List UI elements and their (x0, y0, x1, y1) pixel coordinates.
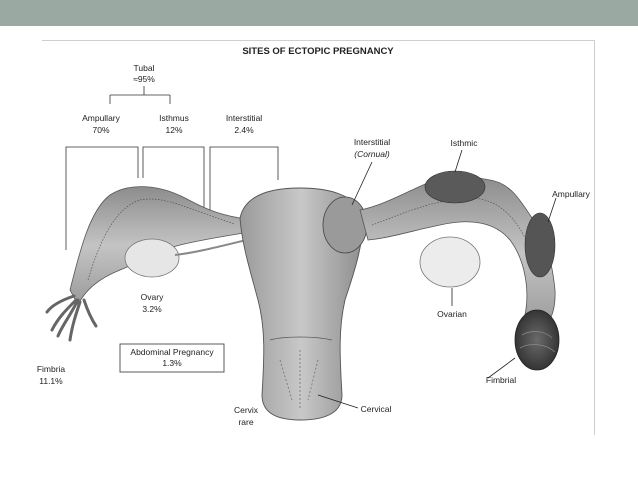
ovarian-label: Ovarian (437, 309, 467, 319)
abdominal-label: Abdominal Pregnancy (130, 347, 214, 357)
interstitial-left-value: 2.4% (234, 125, 254, 135)
tubal-value: ≈95% (133, 74, 155, 84)
diagram-title: SITES OF ECTOPIC PREGNANCY (242, 46, 394, 57)
leader-lines (317, 149, 557, 409)
fimbrial-detail (519, 331, 556, 353)
ovary-value: 3.2% (142, 304, 162, 314)
cervix-label: Cervix (234, 405, 259, 415)
isthmus-value: 12% (165, 125, 182, 135)
fimbrial-label: Fimbrial (486, 375, 516, 385)
fimbria-label: Fimbria (37, 364, 66, 374)
ampullary-left-value: 70% (92, 125, 109, 135)
slide-header-bar (0, 0, 638, 26)
left-ovary (124, 238, 180, 278)
cornual-label: (Cornual) (354, 149, 390, 159)
abdominal-pregnancy-box (119, 343, 225, 373)
abdominal-value: 1.3% (162, 358, 182, 368)
figure-border-right (594, 40, 595, 435)
cervix-value: rare (238, 417, 253, 427)
isthmic-site (424, 170, 486, 204)
ampullary-site (524, 212, 556, 278)
tubal-label: Tubal (134, 63, 155, 73)
interstitial-right-label: Interstitial (354, 137, 390, 147)
isthmus-label: Isthmus (159, 113, 189, 123)
ovary-label: Ovary (141, 292, 164, 302)
interstitial-left-label: Interstitial (226, 113, 262, 123)
segment-brackets (65, 146, 279, 250)
interstitial-cornual-site (322, 196, 368, 254)
right-ovary (419, 236, 481, 288)
fimbria-value: 11.1% (39, 376, 63, 386)
cervical-label: Cervical (361, 404, 392, 414)
ampullary-left-label: Ampullary (82, 113, 121, 123)
figure-border-top (42, 40, 595, 41)
isthmic-label: Isthmic (451, 138, 479, 148)
tubal-bracket (109, 86, 171, 104)
fimbrial-site (514, 309, 560, 371)
ampullary-right-label: Ampullary (552, 189, 591, 199)
